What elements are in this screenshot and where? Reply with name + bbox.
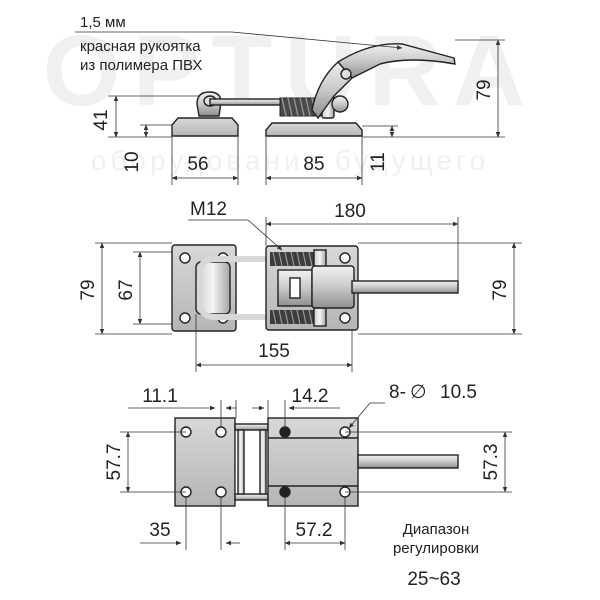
top-spring-upper [270,251,316,267]
side-view: 1,5 мм красная рукоятка из полимера ПВХ … [75,14,505,185]
dim-top-length-mid: 155 [258,341,290,362]
dim-side-base-left: 10 [122,151,143,172]
top-view: M12 180 79 67 79 155 [78,199,522,372]
range-value: 25~63 [407,569,460,590]
dim-side-base-right: 11 [368,152,389,172]
dim-bottom-hole-left: 11.1 [142,386,178,407]
side-right-base-plate [265,122,363,137]
range-label-line2: регулировки [393,540,479,557]
dim-bottom-holes-diameter: 10.5 [440,382,477,403]
bottom-rod-lower [234,493,269,501]
side-spring [279,97,323,117]
dim-side-height-hook: 41 [91,109,112,130]
side-handle [336,43,456,79]
bottom-view: 11.1 14.2 8- ∅ 10.5 57.7 57.3 35 57.2 [104,382,512,590]
top-nut-lower [313,307,327,327]
bottom-rod-upper [234,423,269,431]
dim-bottom-width-left: 35 [149,520,170,541]
range-label-line1: Диапазон [403,521,470,538]
dim-bottom-hole-right: 14.2 [292,386,329,407]
watermark-tagline: оборудование будущего [91,145,489,176]
dim-top-height-left-outer: 79 [78,279,99,300]
note-handle-line2: из полимера ПВХ [80,57,202,74]
note-thickness: 1,5 мм [80,14,126,31]
top-lever-block [311,265,355,309]
dim-bottom-holes-count: 8- [389,382,406,403]
side-pivot-bolt [331,95,349,113]
side-left-base-plate [171,117,239,137]
dim-side-length-left: 56 [187,154,208,175]
note-handle-line1: красная рукоятка [80,38,201,55]
dim-top-length-total: 180 [334,201,366,222]
top-handle [351,280,459,294]
top-spring-lower [270,309,316,325]
dim-bottom-height-right: 57.3 [481,444,502,481]
dim-side-height-total: 79 [474,79,495,100]
dim-top-height-left-inner: 67 [116,279,137,300]
dim-top-height-right: 79 [490,279,511,300]
dim-bottom-height-left: 57.7 [104,444,125,481]
dim-top-thread: M12 [190,199,227,220]
dim-bottom-width-right: 57.2 [296,520,333,541]
bottom-handle [357,454,459,469]
dim-side-length-right: 85 [303,154,324,175]
diameter-symbol-icon: ∅ [410,382,427,403]
